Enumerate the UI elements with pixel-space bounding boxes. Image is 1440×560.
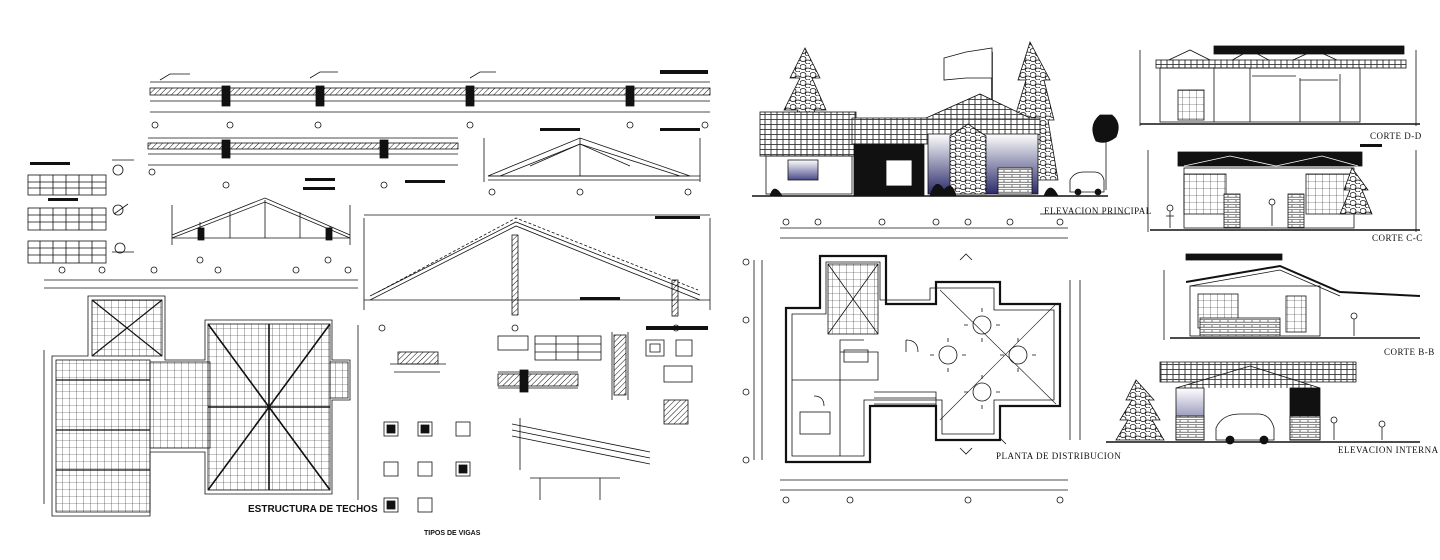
sloped-roof-section	[363, 214, 711, 332]
main-elevation-drawing	[752, 40, 1130, 215]
schedule-tables	[27, 159, 134, 264]
main-elevation-title: ELEVACION PRINCIPAL	[1044, 206, 1152, 216]
beam-section-details	[383, 326, 708, 513]
section-cc-title: CORTE C-C	[1372, 233, 1423, 243]
roof-truss-detail-2	[171, 187, 351, 264]
architectural-drawings-group	[742, 40, 1421, 504]
floor-plan-drawing	[742, 218, 1081, 504]
beam-types-title: TIPOS DE VIGAS	[424, 530, 481, 537]
floor-plan-title: PLANTA DE DISTRIBUCION	[996, 451, 1122, 461]
roof-structure-title: ESTRUCTURA DE TECHOS	[248, 504, 378, 515]
section-bb-drawing	[1163, 253, 1421, 340]
internal-elevation-drawing	[1106, 361, 1420, 445]
internal-elevation-title: ELEVACION INTERNA	[1338, 445, 1439, 455]
long-beam-elevation-1	[149, 70, 711, 129]
section-dd-title: CORTE D-D	[1370, 131, 1422, 141]
structural-drawings-group	[27, 70, 711, 517]
roof-truss-detail-1	[483, 128, 701, 196]
long-beam-elevation-2	[147, 137, 459, 189]
dining-tables	[930, 289, 1057, 421]
section-dd-drawing	[1139, 45, 1420, 147]
section-cc-drawing	[1147, 150, 1420, 232]
roof-structure-plan	[43, 295, 359, 517]
section-bb-title: CORTE B-B	[1384, 347, 1435, 357]
